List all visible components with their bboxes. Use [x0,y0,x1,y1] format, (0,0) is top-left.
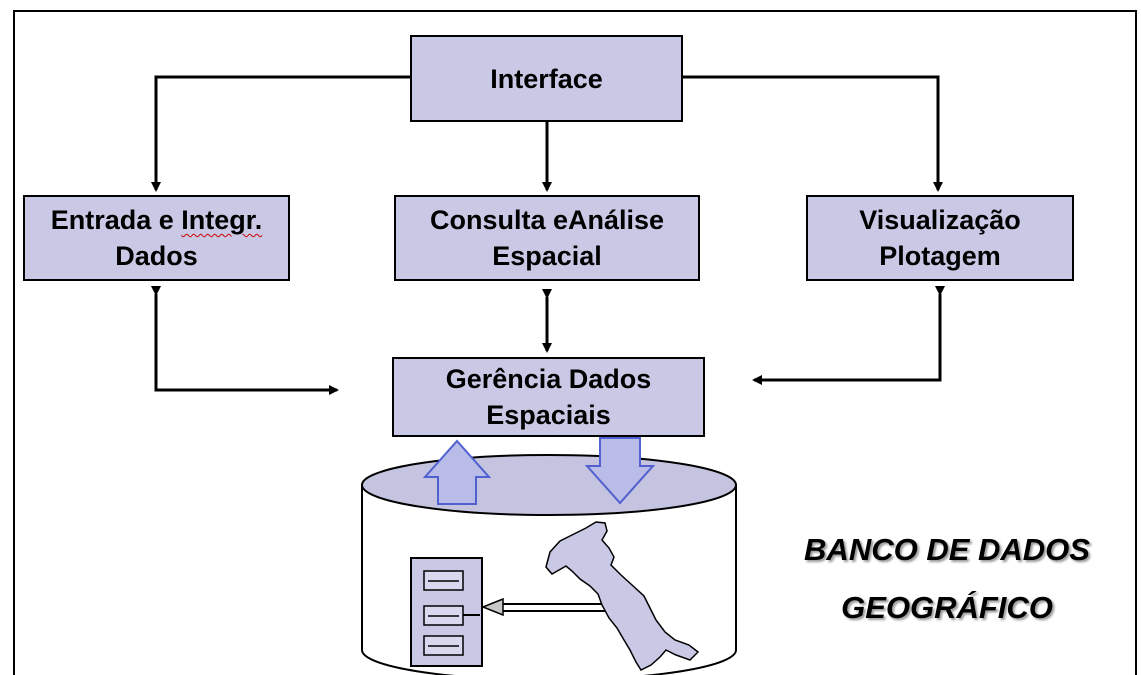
entrada-line1-b: Integr. [181,205,263,235]
gerencia-box: Gerência Dados Espaciais [392,357,705,437]
diagram-frame [13,10,1137,675]
visualizacao-text: Visualização Plotagem [859,202,1021,274]
map-shape [545,521,700,671]
entrada-line1: Entrada e Integr. [51,202,263,238]
gerencia-line1: Gerência Dados [445,364,652,394]
arrow-interface-to-visualizacao [683,75,943,192]
entrada-text: Entrada e Integr. Dados [51,202,263,274]
arrow-entrada-gerencia [151,286,339,395]
visualizacao-box: Visualização Plotagem [806,195,1074,281]
arrow-interface-to-entrada [151,75,410,192]
gerencia-line2: Espaciais [486,400,611,430]
banco-line1: BANCO DE DADOS [804,532,1090,567]
consulta-text: Consulta eAnálise Espacial [430,202,664,274]
table-icon-group [410,557,483,667]
visualizacao-line2: Plotagem [879,241,1001,271]
banco-line2: GEOGRÁFICO [841,590,1053,625]
consulta-line2: Espacial [492,241,602,271]
consulta-line1: Consulta eAnálise [429,205,665,235]
entrada-box: Entrada e Integr. Dados [23,195,290,281]
arrow-visualizacao-gerencia [752,286,945,385]
consulta-box: Consulta eAnálise Espacial [394,195,700,281]
down-block-arrow [584,437,656,505]
interface-label: Interface [490,63,603,94]
visualizacao-line1: Visualização [859,205,1021,235]
up-block-arrow [422,439,492,505]
entrada-line1-a: Entrada e [50,205,182,235]
gerencia-text: Gerência Dados Espaciais [446,361,652,433]
banco-dados-label: BANCO DE DADOS GEOGRÁFICO [767,521,1127,637]
entrada-line2: Dados [115,241,198,271]
interface-box: Interface [410,35,683,122]
